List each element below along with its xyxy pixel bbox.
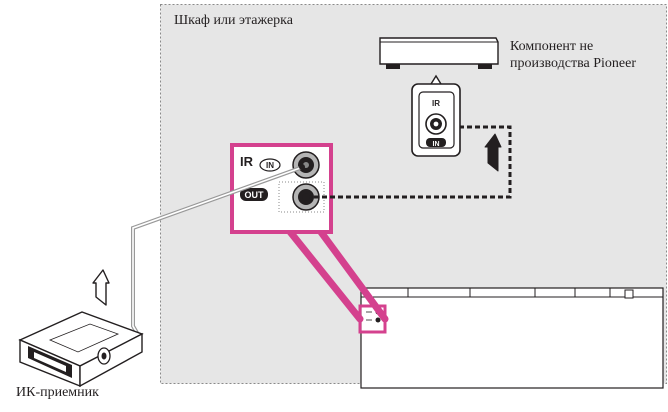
main-unit — [360, 287, 664, 389]
step-arrow-receiver — [92, 269, 110, 306]
cabinet-label: Шкаф или этажерка — [174, 13, 293, 28]
component-label: Компонент не производства Pioneer — [510, 39, 636, 71]
in-label: IN — [266, 161, 274, 170]
callout-small-frame — [358, 304, 387, 334]
component-device — [379, 37, 499, 69]
ir-in-jack — [292, 151, 320, 179]
component-jack-callout: IR IN — [411, 74, 461, 157]
ir-receiver-device — [18, 311, 144, 388]
component-in-label: IN — [433, 141, 440, 148]
out-label: OUT — [245, 190, 265, 200]
ir-receiver-label: ИК-приемник — [16, 385, 99, 400]
step-arrow-component — [484, 133, 502, 172]
callout-lines — [283, 224, 389, 323]
ir-label: IR — [240, 154, 254, 169]
component-ir-label: IR — [432, 99, 440, 108]
